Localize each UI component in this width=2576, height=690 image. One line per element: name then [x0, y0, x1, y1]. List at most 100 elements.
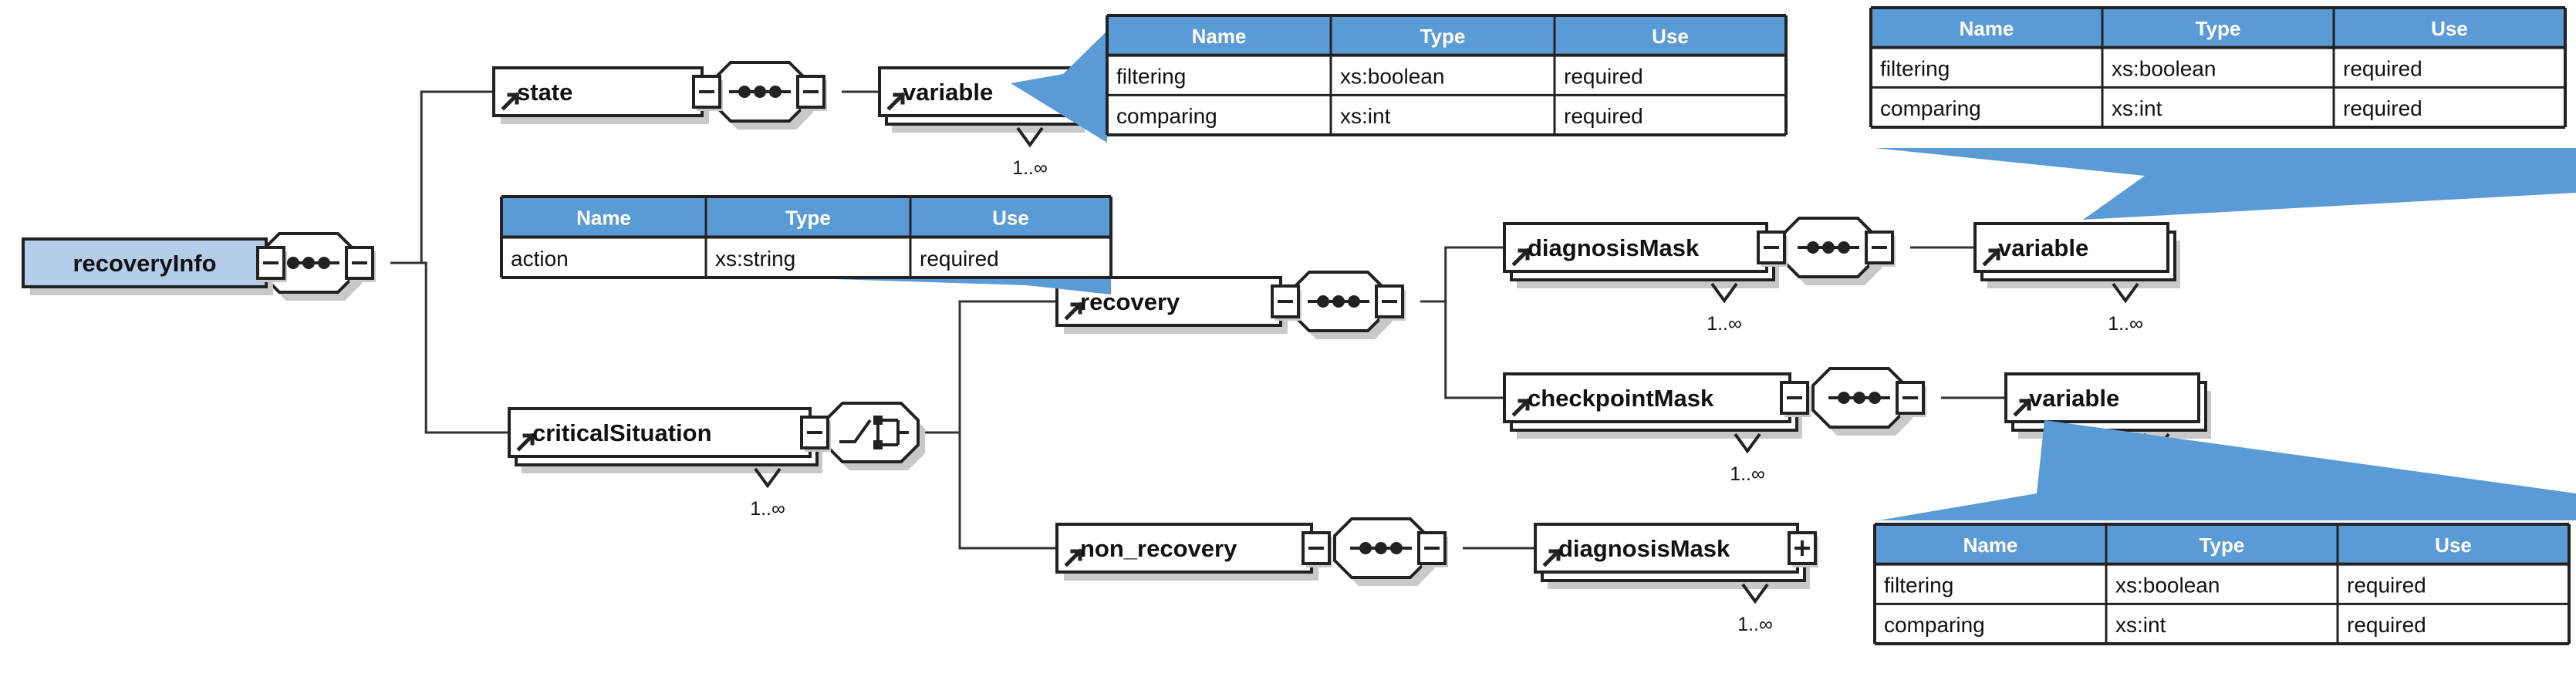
table-column-header: Name — [1963, 533, 2018, 557]
sequence-dot-0 — [287, 257, 299, 269]
node-expander-criticalSituation[interactable] — [800, 416, 829, 449]
compositor-choice-critical[interactable] — [824, 402, 925, 470]
node-box[interactable] — [2004, 372, 2200, 423]
edge-seq-to-critical — [390, 261, 509, 434]
edge-seq-to-diagnosis1 — [1420, 246, 1504, 303]
table-cell: xs:int — [2112, 96, 2162, 120]
table-column-header: Use — [2435, 533, 2472, 557]
table-cell: xs:string — [715, 247, 795, 271]
element-arrow-icon — [516, 433, 535, 452]
sequence-dot-0 — [1807, 241, 1819, 254]
element-node-non_recovery[interactable]: non_recovery — [1055, 523, 1332, 581]
table-cell: filtering — [1880, 57, 1950, 81]
node-box[interactable] — [1534, 523, 1799, 574]
callout-checkpoint-variable — [1879, 420, 2576, 520]
sequence-dot-1 — [1375, 542, 1387, 554]
callout-recovery-variable — [1875, 148, 2576, 220]
sequence-dot-0 — [1359, 542, 1372, 554]
table-cell: xs:int — [2115, 613, 2166, 637]
element-arrow-icon — [2013, 398, 2032, 417]
table-cell: required — [2343, 57, 2422, 81]
cardinality-label: 1..∞ — [750, 498, 785, 520]
table-cell: xs:boolean — [1340, 65, 1444, 89]
sequence-dot-1 — [754, 86, 766, 98]
compositor-seq-root[interactable] — [261, 232, 376, 301]
table-column-header: Name — [1192, 25, 1247, 48]
node-box[interactable] — [1973, 222, 2169, 273]
element-node-recoveryInfo[interactable]: recoveryInfo — [22, 237, 287, 295]
table-header-row — [501, 197, 1111, 237]
node-label: diagnosisMask — [1558, 535, 1730, 562]
element-arrow-icon — [1511, 247, 1531, 267]
table-column-header: Type — [2200, 533, 2245, 557]
sequence-dot-1 — [1332, 295, 1345, 308]
table-cell: action — [511, 247, 569, 271]
sequence-dot-1 — [1822, 241, 1835, 254]
node-expander-non_recovery[interactable] — [1302, 531, 1331, 565]
element-node-criticalSituation[interactable]: criticalSituation 1..∞ — [508, 407, 831, 520]
cardinality-label: 1..∞ — [1707, 313, 1742, 335]
edge-seq-to-checkpoint — [1420, 300, 1504, 399]
node-label: diagnosisMask — [1528, 234, 1700, 261]
compositor-expander-seq-non_recovery[interactable] — [1417, 531, 1447, 565]
table-column-header: Use — [992, 206, 1029, 229]
table-header-row — [1107, 15, 1786, 56]
node-label: non_recovery — [1080, 535, 1237, 562]
table-column-header: Use — [1652, 25, 1689, 48]
sequence-dot-1 — [1853, 392, 1865, 404]
table-column-header: Type — [785, 206, 831, 229]
element-node-recovery[interactable]: recovery — [1055, 276, 1302, 334]
node-box[interactable] — [492, 66, 704, 117]
sequence-dot-2 — [769, 86, 782, 98]
table-column-header: Type — [2196, 17, 2241, 40]
compositor-seq-non_recovery[interactable] — [1333, 517, 1448, 586]
table-cell: required — [1564, 104, 1643, 128]
compositor-seq-diagnosisMask1[interactable] — [1781, 217, 1896, 285]
table-cell: required — [2347, 574, 2426, 597]
element-arrow-icon — [1064, 301, 1083, 321]
table-column-header: Name — [1960, 17, 2014, 40]
node-expander-recovery[interactable] — [1271, 284, 1300, 318]
compositor-seq-recovery[interactable] — [1291, 271, 1406, 339]
compositor-seq-checkpointMask[interactable] — [1811, 367, 1926, 436]
cardinality-label: 1..∞ — [1012, 157, 1048, 179]
table-header-row — [1875, 524, 2569, 564]
table-cell: filtering — [1116, 65, 1186, 89]
node-label: variable — [1998, 234, 2088, 261]
table-cell: comparing — [1884, 613, 1985, 637]
element-arrow-icon — [1064, 548, 1083, 567]
node-label: state — [517, 79, 572, 106]
node-box[interactable] — [22, 237, 268, 288]
table-cell: comparing — [1880, 96, 1981, 120]
compositor-icons-layer — [261, 61, 1926, 586]
compositor-seq-state[interactable] — [712, 61, 827, 130]
element-node-state[interactable]: state — [492, 66, 723, 124]
table-cell: required — [2347, 613, 2426, 637]
edge-choice-to-nonrecovery — [918, 431, 1057, 550]
table-cell: filtering — [1884, 574, 1953, 597]
repeat-marker-icon — [1734, 433, 1761, 454]
repeat-marker-icon — [1710, 282, 1738, 304]
edge-choice-to-recovery — [918, 300, 1057, 434]
table-header-row — [1871, 8, 2565, 48]
repeat-marker-icon — [1016, 126, 1044, 148]
choice-branch-line — [839, 419, 872, 443]
element-node-diagnosisMask1[interactable]: diagnosisMask 1..∞ — [1503, 222, 1788, 335]
compositor-expander-seq-root[interactable] — [345, 246, 374, 280]
table-cell: required — [2343, 96, 2422, 120]
sequence-dot-2 — [1348, 295, 1360, 308]
cardinality-label: 1..∞ — [1730, 463, 1765, 485]
repeat-marker-icon — [1741, 583, 1769, 604]
sequence-dot-2 — [1869, 392, 1881, 404]
table-column-header: Type — [1420, 25, 1466, 48]
node-label: recoveryInfo — [73, 250, 216, 277]
node-label: criticalSituation — [532, 419, 712, 446]
